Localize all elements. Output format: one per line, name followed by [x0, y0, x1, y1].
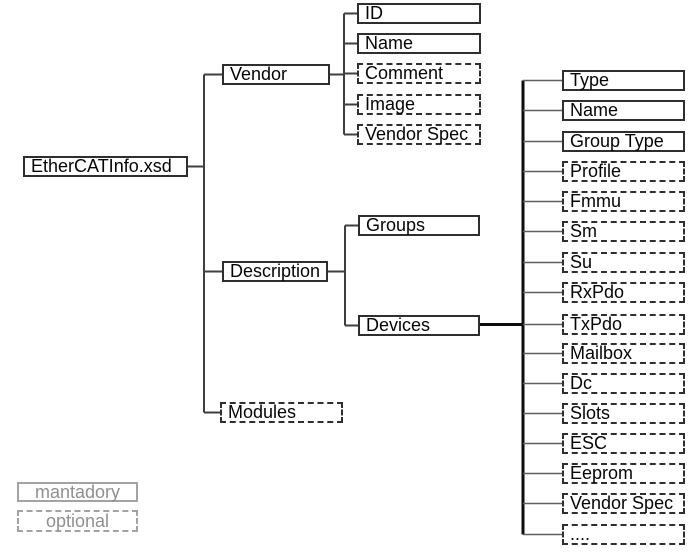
node-ethercatinfo-xsd: EtherCATInfo.xsd	[23, 156, 188, 177]
node-vendor-comment: Comment	[357, 63, 481, 84]
legend-mandatory-box: mantadory	[17, 482, 138, 502]
node-modules: Modules	[220, 402, 343, 423]
node-vendor: Vendor	[222, 64, 330, 85]
node-description: Description	[222, 261, 328, 282]
node-device-fmmu: Fmmu	[562, 191, 685, 212]
node-device-ellipsis: ....	[562, 524, 685, 545]
node-device-eeprom: Eeprom	[562, 463, 685, 484]
node-device-esc: ESC	[562, 433, 685, 454]
node-devices: Devices	[358, 315, 480, 336]
node-groups: Groups	[358, 215, 480, 236]
node-device-mailbox: Mailbox	[562, 343, 685, 364]
node-device-type: Type	[562, 70, 685, 91]
node-vendor-vendor-spec: Vendor Spec	[357, 124, 481, 145]
node-vendor-image: Image	[357, 94, 481, 115]
node-device-vendor-spec: Vendor Spec	[562, 493, 685, 514]
legend-optional-box: optional	[17, 510, 138, 532]
node-device-name: Name	[562, 100, 685, 121]
node-device-group-type: Group Type	[562, 131, 685, 152]
node-vendor-name: Name	[357, 33, 481, 54]
node-device-slots: Slots	[562, 403, 685, 424]
node-device-dc: Dc	[562, 373, 685, 394]
node-device-txpdo: TxPdo	[562, 314, 685, 335]
node-device-su: Su	[562, 252, 685, 273]
node-vendor-id: ID	[357, 3, 481, 24]
node-device-sm: Sm	[562, 221, 685, 242]
node-device-profile: Profile	[562, 161, 685, 182]
node-device-rxpdo: RxPdo	[562, 282, 685, 303]
